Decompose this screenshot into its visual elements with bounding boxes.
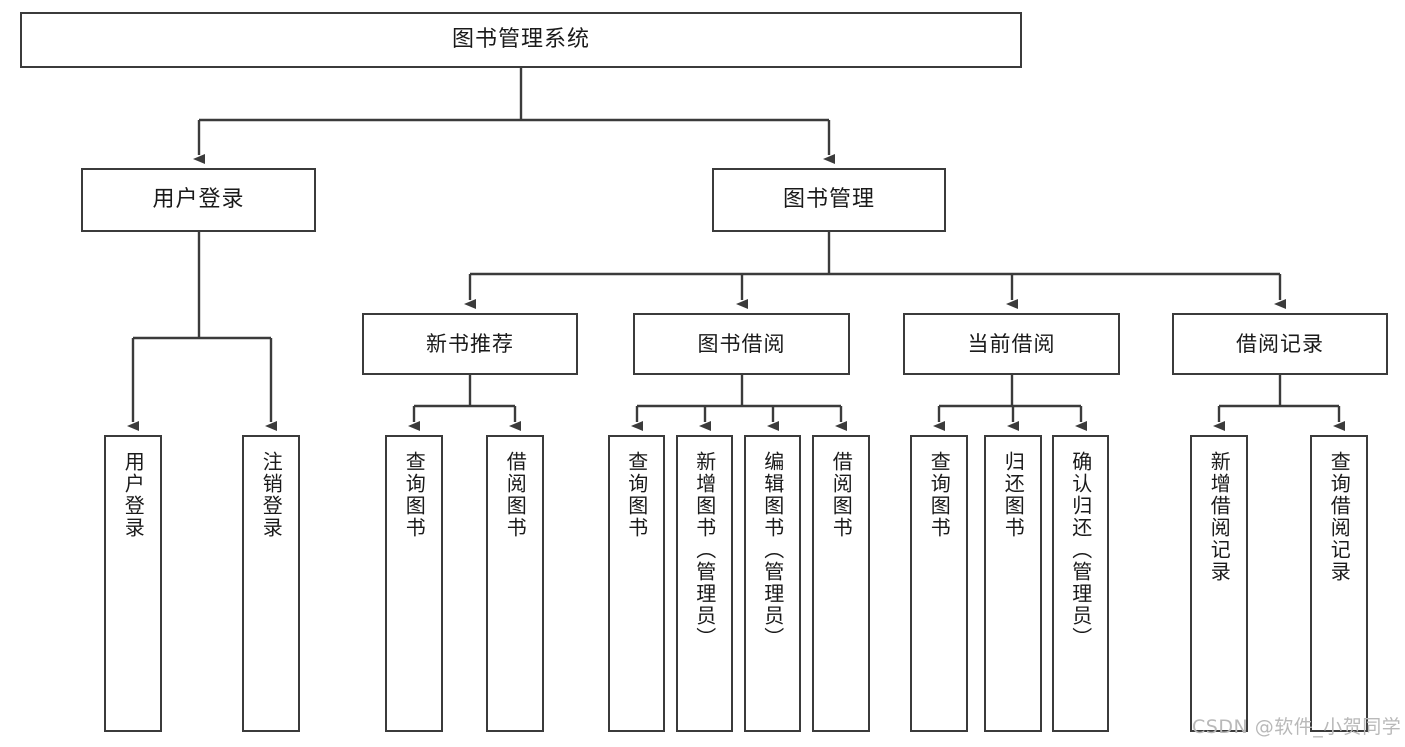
node-leaf-nb-query[interactable]: 查询图书 bbox=[385, 435, 443, 732]
node-leaf-user-logout[interactable]: 注销登录 bbox=[242, 435, 300, 732]
node-label: 图书管理 bbox=[782, 187, 875, 213]
node-label: 查询借阅记录 bbox=[1327, 451, 1352, 583]
node-label: 借阅图书 bbox=[503, 451, 528, 539]
node-leaf-bw-query[interactable]: 查询图书 bbox=[608, 435, 665, 732]
node-label: 新书推荐 bbox=[426, 331, 514, 356]
node-label: 确认归还（管理员） bbox=[1068, 451, 1093, 649]
node-label: 借阅图书 bbox=[829, 451, 854, 539]
node-leaf-bw-edit[interactable]: 编辑图书（管理员） bbox=[744, 435, 801, 732]
node-label: 新增图书（管理员） bbox=[692, 451, 717, 649]
node-label: 当前借阅 bbox=[967, 331, 1056, 356]
node-newbook[interactable]: 新书推荐 bbox=[362, 313, 578, 375]
node-label: 归还图书 bbox=[1001, 451, 1026, 539]
node-leaf-bw-add[interactable]: 新增图书（管理员） bbox=[676, 435, 733, 732]
node-leaf-bw-borrow[interactable]: 借阅图书 bbox=[812, 435, 870, 732]
node-label: 新增借阅记录 bbox=[1207, 451, 1232, 583]
node-borrow[interactable]: 图书借阅 bbox=[633, 313, 850, 375]
node-leaf-cur-return[interactable]: 归还图书 bbox=[984, 435, 1042, 732]
node-label: 查询图书 bbox=[927, 451, 952, 539]
node-root[interactable]: 图书管理系统 bbox=[20, 12, 1022, 68]
node-label: 查询图书 bbox=[624, 451, 649, 539]
node-leaf-cur-query[interactable]: 查询图书 bbox=[910, 435, 968, 732]
node-leaf-cur-confirm[interactable]: 确认归还（管理员） bbox=[1052, 435, 1109, 732]
node-leaf-rec-add[interactable]: 新增借阅记录 bbox=[1190, 435, 1248, 732]
node-login[interactable]: 用户登录 bbox=[81, 168, 316, 232]
node-leaf-user-login[interactable]: 用户登录 bbox=[104, 435, 162, 732]
node-label: 图书借阅 bbox=[697, 331, 786, 356]
node-label: 借阅记录 bbox=[1236, 331, 1324, 356]
node-label: 注销登录 bbox=[259, 451, 284, 539]
node-current[interactable]: 当前借阅 bbox=[903, 313, 1120, 375]
node-label: 用户登录 bbox=[121, 451, 146, 539]
node-label: 编辑图书（管理员） bbox=[760, 451, 785, 649]
node-leaf-rec-query[interactable]: 查询借阅记录 bbox=[1310, 435, 1368, 732]
node-label: 图书管理系统 bbox=[451, 27, 590, 53]
node-leaf-nb-borrow[interactable]: 借阅图书 bbox=[486, 435, 544, 732]
node-bookmgmt[interactable]: 图书管理 bbox=[712, 168, 946, 232]
node-records[interactable]: 借阅记录 bbox=[1172, 313, 1388, 375]
node-label: 用户登录 bbox=[152, 187, 245, 213]
node-label: 查询图书 bbox=[402, 451, 427, 539]
